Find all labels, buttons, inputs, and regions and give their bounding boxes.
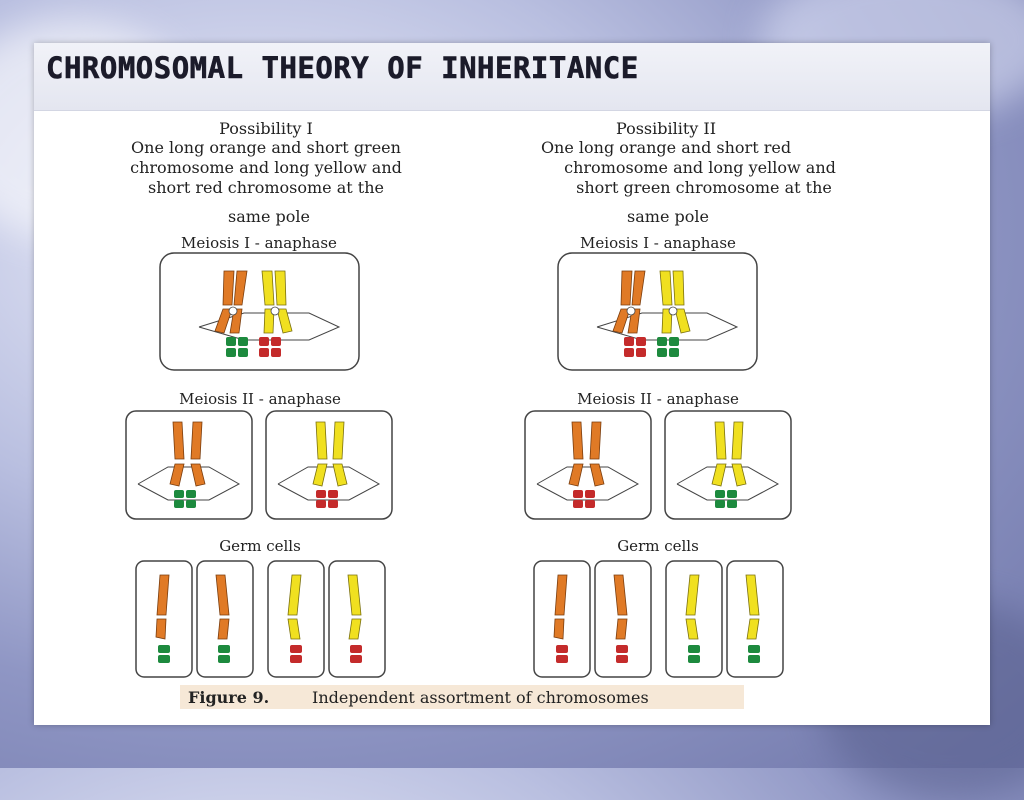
possibility-1-meiosis-1-label: Meiosis I - anaphase <box>181 234 337 252</box>
possibility-2-meiosis-1-label: Meiosis I - anaphase <box>580 234 736 252</box>
possibility-1-germ-cells-label: Germ cells <box>219 537 301 555</box>
possibility-1-germ-cell-3 <box>268 561 324 677</box>
possibility-2-same-pole: same pole <box>627 207 709 226</box>
possibility-2-meiosis-1-cell <box>558 253 757 370</box>
possibility-2-meiosis-2-label: Meiosis II - anaphase <box>577 390 739 408</box>
possibility-1-heading: Possibility I <box>219 119 313 138</box>
possibility-2-germ-cells-label: Germ cells <box>617 537 699 555</box>
possibility-1-desc-line-2: chromosome and long yellow and <box>130 158 402 177</box>
possibility-1-meiosis-2-cell-2 <box>266 411 392 519</box>
possibility-1-germ-cell-1 <box>136 561 192 677</box>
possibility-2-desc-line-3: short green chromosome at the <box>576 178 832 197</box>
possibility-2-meiosis-2-cell-2 <box>665 411 791 519</box>
caption-text: Independent assortment of chromosomes <box>312 688 649 707</box>
possibility-1-desc-line-3: short red chromosome at the <box>148 178 384 197</box>
possibility-1-meiosis-2-label: Meiosis II - anaphase <box>179 390 341 408</box>
possibility-2-desc-line-1: One long orange and short red <box>541 138 791 157</box>
slide: Chromosomal Theory of Inheritance Possib… <box>34 43 990 725</box>
caption-label: Figure 9. <box>188 688 269 707</box>
figure-9-diagram: Possibility I One long orange and short … <box>34 43 990 725</box>
possibility-2-germ-cell-1 <box>534 561 590 677</box>
possibility-1-same-pole: same pole <box>228 207 310 226</box>
possibility-2-meiosis-2-cell-1 <box>525 411 651 519</box>
possibility-1-germ-cell-2 <box>197 561 253 677</box>
possibility-2-germ-cell-4 <box>727 561 783 677</box>
possibility-1-germ-cell-4 <box>329 561 385 677</box>
possibility-2-germ-cell-3 <box>666 561 722 677</box>
possibility-1-meiosis-2-cell-1 <box>126 411 252 519</box>
figure-caption: Figure 9. Independent assortment of chro… <box>180 685 744 709</box>
possibility-2-panel: Possibility II One long orange and short… <box>525 119 836 677</box>
possibility-1-desc-line-1: One long orange and short green <box>131 138 401 157</box>
possibility-2-germ-cell-2 <box>595 561 651 677</box>
possibility-2-desc-line-2: chromosome and long yellow and <box>564 158 836 177</box>
possibility-1-panel: Possibility I One long orange and short … <box>126 119 402 677</box>
possibility-1-meiosis-1-cell <box>160 253 359 370</box>
possibility-2-heading: Possibility II <box>616 119 716 138</box>
